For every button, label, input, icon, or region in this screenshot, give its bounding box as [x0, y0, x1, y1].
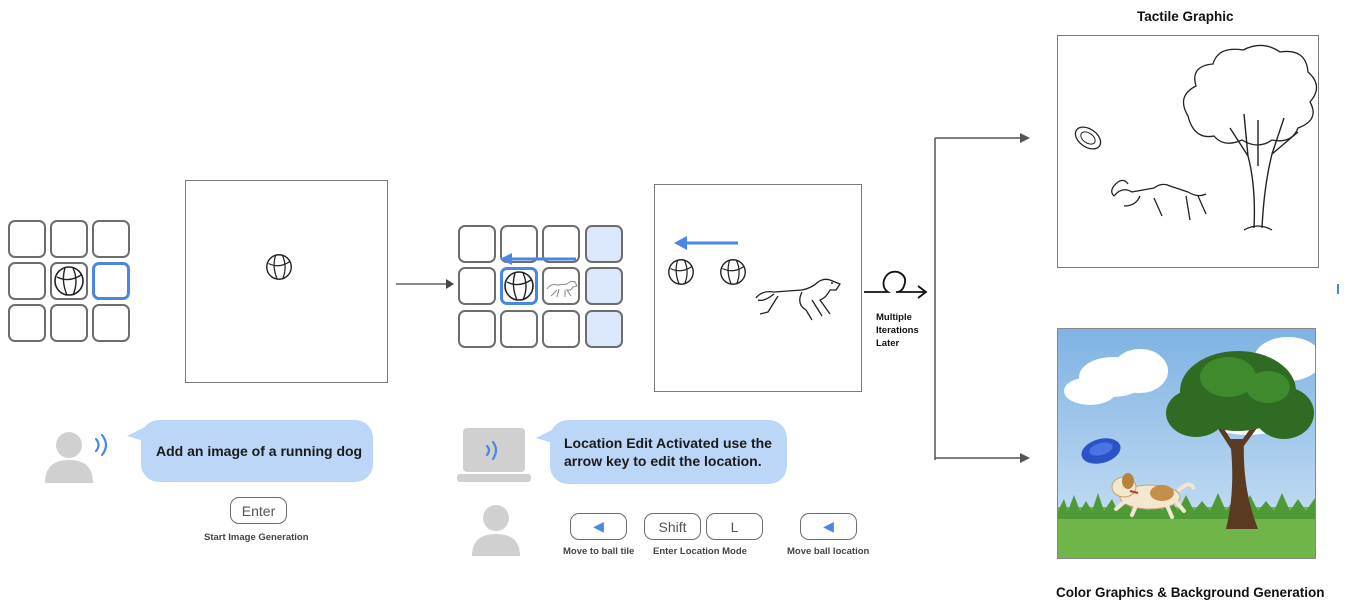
ball-icon	[54, 266, 84, 296]
left-arrow-key[interactable]: ◀	[570, 513, 627, 540]
step2-canvas	[654, 184, 862, 392]
move-left-arrow-icon	[500, 253, 576, 265]
enter-key[interactable]: Enter	[230, 497, 287, 524]
grid-tile[interactable]	[8, 220, 46, 258]
step1-canvas	[185, 180, 388, 383]
ball-icon	[504, 271, 534, 301]
laptop-icon	[457, 428, 531, 482]
grid-tile[interactable]	[92, 220, 130, 258]
grid-tile-highlight[interactable]	[585, 310, 623, 348]
loop-arrow-icon	[864, 270, 928, 299]
enter-key-caption: Start Image Generation	[204, 532, 309, 543]
shift-key[interactable]: Shift	[644, 513, 701, 540]
grid-tile-highlight[interactable]	[585, 267, 623, 305]
grid-tile[interactable]	[500, 310, 538, 348]
grid-tile-selected[interactable]	[92, 262, 130, 300]
tactile-graphic-panel	[1057, 35, 1319, 268]
user-avatar-icon	[472, 505, 520, 556]
ball-icon	[266, 254, 292, 280]
dog-icon	[546, 280, 578, 298]
tactile-scene-illustration	[1074, 44, 1318, 231]
left-arrow-key-2[interactable]: ◀	[800, 513, 857, 540]
grid-tile[interactable]	[542, 310, 580, 348]
color-graphic-title: Color Graphics & Background Generation	[1056, 585, 1325, 600]
grid-tile[interactable]	[458, 310, 496, 348]
step1-prompt-text: Add an image of a running dog	[156, 443, 363, 459]
step2-prompt-text: Location Edit Activated use the arrow ke…	[564, 435, 772, 469]
loop-label: Multiple Iterations Later	[876, 312, 919, 349]
ball-icon	[668, 259, 694, 285]
enter-location-mode-caption: Enter Location Mode	[653, 546, 747, 557]
flow-arrow-icon	[396, 279, 454, 289]
speaking-icon	[94, 433, 108, 457]
l-key[interactable]: L	[706, 513, 763, 540]
running-dog-icon	[755, 278, 841, 321]
color-graphic-panel	[1057, 328, 1316, 559]
move-left-arrow-icon	[674, 236, 738, 250]
grid-tile[interactable]	[50, 304, 88, 342]
grid-tile[interactable]	[458, 225, 496, 263]
step1-prompt-bubble: Add an image of a running dog	[141, 420, 373, 482]
move-to-ball-tile-caption: Move to ball tile	[563, 546, 635, 557]
branch-arrows-icon	[934, 133, 1030, 463]
grid-tile[interactable]	[50, 220, 88, 258]
grid-tile-dog[interactable]	[542, 267, 580, 305]
ball-ghost-icon	[720, 259, 746, 285]
step2-prompt-bubble: Location Edit Activated use the arrow ke…	[550, 420, 787, 484]
grid-tile[interactable]	[8, 304, 46, 342]
tactile-graphic-title: Tactile Graphic	[1137, 9, 1234, 24]
user-avatar-icon	[45, 432, 93, 483]
grid-tile[interactable]	[542, 225, 580, 263]
cursor-marker	[1337, 284, 1339, 294]
move-ball-location-caption: Move ball location	[787, 546, 870, 557]
grid-tile[interactable]	[458, 267, 496, 305]
grid-tile[interactable]	[8, 262, 46, 300]
grid-tile[interactable]	[92, 304, 130, 342]
grid-tile-highlight[interactable]	[585, 225, 623, 263]
color-scene-illustration	[1058, 329, 1315, 558]
